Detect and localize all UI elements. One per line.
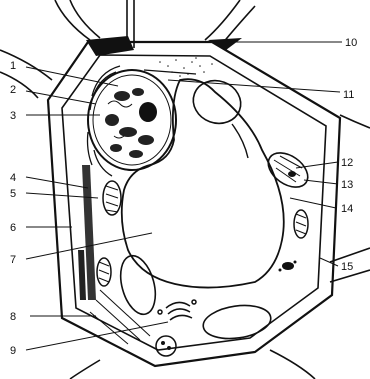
label-14: 14 <box>341 203 353 215</box>
granule-cluster <box>279 261 297 272</box>
label-2: 2 <box>10 84 16 96</box>
label-8: 8 <box>10 311 16 323</box>
label-3: 3 <box>10 110 16 122</box>
label-12: 12 <box>341 157 353 169</box>
label-4: 4 <box>10 172 16 184</box>
label-15: 15 <box>341 261 353 273</box>
label-6: 6 <box>10 222 16 234</box>
mitochondrion-right <box>294 210 308 238</box>
label-13: 13 <box>341 179 353 191</box>
bottom-vacuole <box>201 301 273 342</box>
label-5: 5 <box>10 188 16 200</box>
lower-left-vacuole <box>115 252 161 318</box>
label-1: 1 <box>10 60 16 72</box>
chloroplast <box>262 146 314 194</box>
nucleus <box>88 70 176 170</box>
round-organelle <box>156 336 176 356</box>
mitochondrion-left <box>103 181 121 215</box>
label-11: 11 <box>343 89 354 101</box>
er-vesicle <box>232 124 248 158</box>
mitochondrion-lower <box>97 258 111 286</box>
golgi-apparatus <box>158 300 196 320</box>
label-9: 9 <box>10 345 16 357</box>
nucleolus <box>139 102 157 122</box>
cell-wall-outer <box>48 42 340 366</box>
label-7: 7 <box>10 254 16 266</box>
wall-junction-top <box>86 36 134 56</box>
wall-junction-right <box>208 38 242 50</box>
plasma-membrane-left-lower <box>78 250 86 300</box>
label-10: 10 <box>345 37 357 49</box>
